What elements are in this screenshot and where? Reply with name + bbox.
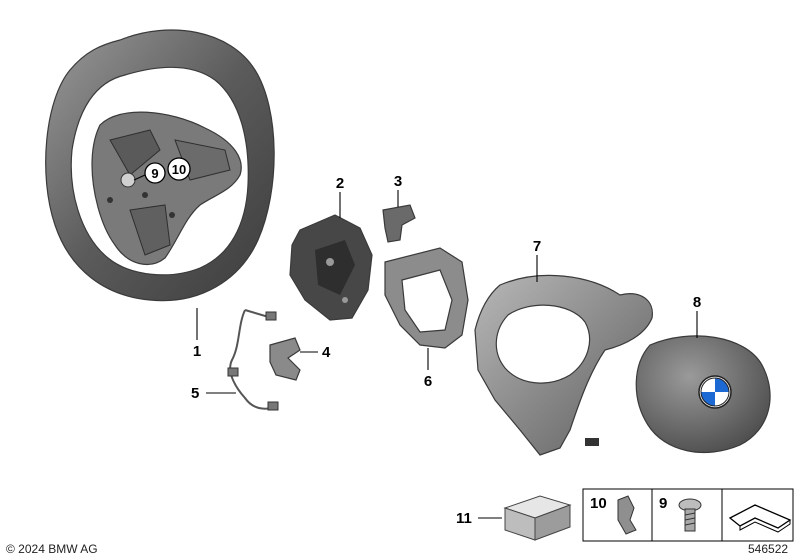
wheel-callout-10[interactable]: 10 <box>167 157 191 181</box>
gasket-symbol-icon <box>728 504 792 533</box>
leader-line-w9 <box>133 174 146 181</box>
wiring-harness-part-5 <box>227 309 279 411</box>
legend-item-10[interactable]: 10 <box>590 495 637 535</box>
legend-label-10: 10 <box>590 495 607 512</box>
airbag-part-8 <box>635 335 771 454</box>
callout-8[interactable]: 8 <box>693 294 701 311</box>
legend-item-11[interactable]: 11 <box>456 495 572 541</box>
bracket-part-2 <box>289 214 373 321</box>
wheel-callout-9[interactable]: 9 <box>144 162 166 184</box>
legend-label-11: 11 <box>456 510 472 527</box>
callout-3[interactable]: 3 <box>394 173 402 190</box>
callout-5[interactable]: 5 <box>191 385 199 402</box>
frame-part-6 <box>384 247 469 349</box>
legend-label-9: 9 <box>659 495 667 512</box>
diagram-id: 546522 <box>748 542 788 556</box>
m-badge-icon <box>585 438 599 446</box>
callout-6[interactable]: 6 <box>424 373 432 390</box>
steering-wheel <box>45 29 275 302</box>
callout-1[interactable]: 1 <box>193 343 201 360</box>
trim-cover-part-7 <box>474 274 653 456</box>
copyright-text: © 2024 BMW AG <box>6 542 98 556</box>
connector-part-4 <box>269 337 301 381</box>
wheel-callout-9-label: 9 <box>151 166 158 181</box>
callout-7[interactable]: 7 <box>533 238 541 255</box>
clip-icon <box>617 495 637 535</box>
legend-item-9[interactable]: 9 <box>659 495 702 532</box>
callout-4[interactable]: 4 <box>322 344 331 361</box>
callout-2[interactable]: 2 <box>336 175 344 192</box>
clip-part-3 <box>382 204 416 243</box>
wheel-callout-10-label: 10 <box>172 162 186 177</box>
